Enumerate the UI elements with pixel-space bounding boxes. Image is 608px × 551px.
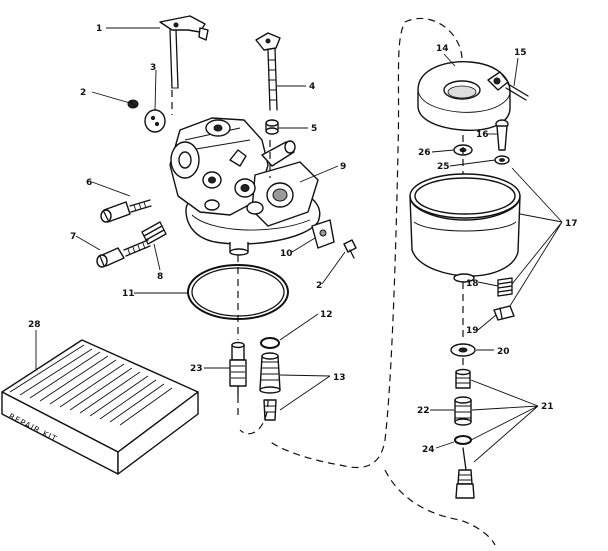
callout-10: 10 [280,249,293,259]
part-bowl-spacer [454,396,472,426]
callout-12: 12 [320,310,333,320]
part-nozzle [259,352,281,421]
callout-23: 23 [190,364,203,374]
callout-labels: 1 2 3 4 5 6 7 8 9 10 2 11 12 13 23 28 14… [28,24,578,455]
callout-2b: 2 [316,281,322,291]
callout-6: 6 [86,178,92,188]
part-mixture-needle [455,447,475,499]
callout-24: 24 [422,445,435,455]
callout-4: 4 [309,82,315,92]
callout-15: 15 [514,48,527,58]
part-repair-kit: REPAIR KIT [1,339,199,475]
part-screw-small-2 [343,239,357,259]
part-bowl-washer [450,343,476,357]
callout-5: 5 [311,124,317,134]
callout-3: 3 [150,63,156,73]
part-bracket [311,219,335,249]
callout-19: 19 [466,326,479,336]
part-float-hinge [487,71,529,101]
callout-21: 21 [541,402,554,412]
callout-8: 8 [157,272,163,282]
part-washer-25 [494,155,510,165]
part-bowl-spring [497,277,513,297]
callout-13: 13 [333,373,346,383]
assembly-boundary-dashed-lower [384,469,496,546]
callout-25: 25 [437,162,450,172]
callout-14: 14 [436,44,449,54]
part-mixture-screw [96,239,151,268]
part-throttle-plate [144,109,166,133]
part-bowl-nut [493,305,515,321]
part-carburetor-body [169,117,321,256]
callout-16: 16 [476,130,489,140]
part-idle-screw [100,199,152,223]
part-spring [141,221,167,245]
part-float [417,61,511,131]
part-inlet-needle [495,119,509,151]
callout-9: 9 [340,162,346,172]
callout-20: 20 [497,347,510,357]
part-throttle-lever [159,15,209,89]
part-float-bowl [409,173,521,283]
part-choke-seal [265,119,279,135]
part-main-jet [455,368,471,389]
callout-2: 2 [80,88,86,98]
part-choke-shaft [255,32,281,111]
part-o-ring [260,337,280,349]
callout-7: 7 [70,232,76,242]
callout-28: 28 [28,320,41,330]
callout-22: 22 [417,406,430,416]
callout-18: 18 [466,279,479,289]
callout-11: 11 [122,289,135,299]
part-needle-o-ring [454,435,472,445]
part-inlet-seat [229,341,247,397]
assembly-boundary-dashed [267,17,463,469]
callout-26: 26 [418,148,431,158]
leader-lines [35,27,563,463]
part-screw-small [127,99,139,109]
callout-17: 17 [565,219,578,229]
guide-line [239,399,269,435]
callout-1: 1 [96,24,102,34]
